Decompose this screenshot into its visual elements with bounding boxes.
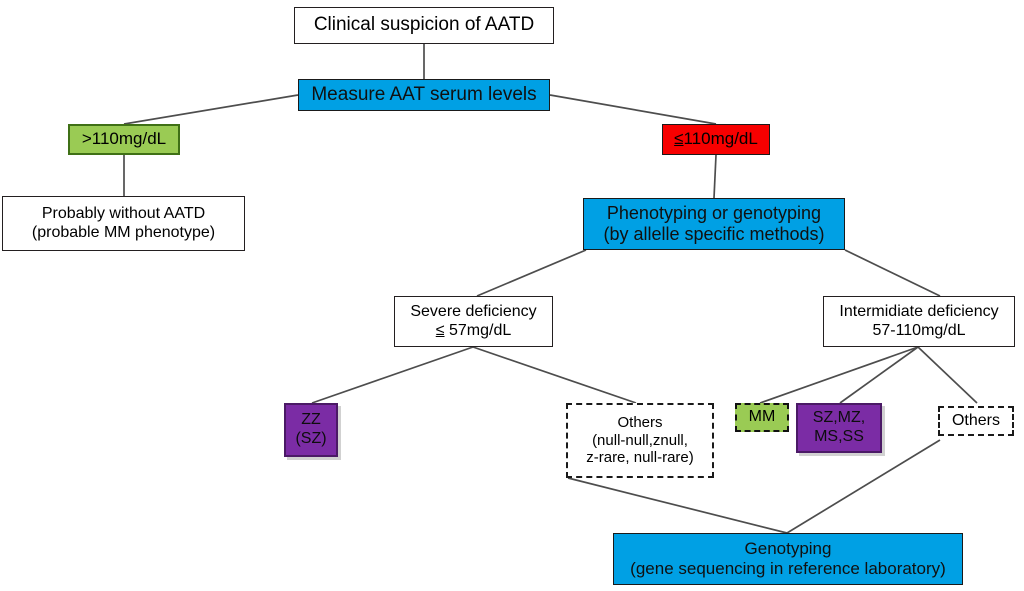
edge-intermediate-to-mm <box>759 346 919 404</box>
others-intermediate-label: Others <box>951 411 1000 429</box>
below-110-operator: ≤ <box>674 129 684 149</box>
edge-others-intermediate-to-genotyping <box>786 439 941 534</box>
others-severe-line2: (null-null,znull, <box>592 431 688 449</box>
edge-measure-to-above110 <box>123 94 299 125</box>
node-above-110: >110mg/dL <box>68 124 180 155</box>
genotyping-line1: Genotyping <box>744 538 832 558</box>
node-sz-mz-ms-ss: SZ,MZ, MS,SS <box>796 403 882 453</box>
phenotyping-line2: (by allelle specific methods) <box>603 224 825 244</box>
severe-deficiency-line1: Severe deficiency <box>410 302 537 320</box>
others-severe-line3: z-rare, null-rare) <box>586 449 694 467</box>
intermediate-deficiency-line2: 57-110mg/dL <box>872 321 966 339</box>
node-others-severe: Others (null-null,znull, z-rare, null-ra… <box>566 403 714 478</box>
node-zz-sz: ZZ (SZ) <box>284 403 338 457</box>
probably-without-line2: (probable MM phenotype) <box>31 223 216 241</box>
zz-line1: ZZ <box>301 411 321 429</box>
node-probably-without-aatd: Probably without AATD (probable MM pheno… <box>2 196 245 251</box>
node-mm: MM <box>735 403 789 432</box>
genotyping-line2: (gene sequencing in reference laboratory… <box>630 559 946 578</box>
szmz-line1: SZ,MZ, <box>812 409 866 427</box>
phenotyping-line1: Phenotyping or genotyping <box>606 202 822 223</box>
above-110-label: >110mg/dL <box>81 129 167 149</box>
szmz-line2: MS,SS <box>814 428 864 445</box>
node-clinical-suspicion: Clinical suspicion of AATD <box>294 7 554 44</box>
edge-intermediate-to-others-intermediate <box>917 346 978 404</box>
severe-deficiency-value: 57mg/dL <box>444 321 512 339</box>
probably-without-line1: Probably without AATD <box>41 204 206 222</box>
edge-below110-to-phenotyping <box>713 154 717 199</box>
node-below-110: ≤110mg/dL <box>662 124 770 155</box>
edge-severe-to-others-severe <box>472 346 637 404</box>
severe-deficiency-line2: ≤ 57mg/dL <box>399 322 548 341</box>
edge-phenotyping-to-intermediate <box>844 249 941 297</box>
clinical-suspicion-label: Clinical suspicion of AATD <box>313 14 535 36</box>
below-110-label: 110mg/dL <box>683 129 758 149</box>
edge-severe-to-zz <box>311 346 474 404</box>
severe-deficiency-operator: ≤ <box>435 321 445 339</box>
mm-label: MM <box>748 408 776 426</box>
zz-line2: (SZ) <box>295 430 327 447</box>
node-genotyping: Genotyping (gene sequencing in reference… <box>613 533 963 585</box>
node-others-intermediate: Others <box>938 406 1014 436</box>
measure-serum-label: Measure AAT serum levels <box>311 83 537 105</box>
node-measure-serum-levels: Measure AAT serum levels <box>298 79 550 111</box>
others-severe-line1: Others <box>617 413 663 431</box>
edge-measure-to-below110 <box>549 94 717 125</box>
node-phenotyping-genotyping: Phenotyping or genotyping (by allelle sp… <box>583 198 845 250</box>
below-110-text: ≤110mg/dL <box>667 129 765 149</box>
edge-intermediate-to-szmz <box>839 346 919 404</box>
edge-others-severe-to-genotyping <box>567 477 788 534</box>
edge-phenotyping-to-severe <box>476 249 587 297</box>
node-intermediate-deficiency: Intermidiate deficiency 57-110mg/dL <box>823 296 1015 347</box>
intermediate-deficiency-line1: Intermidiate deficiency <box>839 302 999 320</box>
node-severe-deficiency: Severe deficiency ≤ 57mg/dL <box>394 296 553 347</box>
